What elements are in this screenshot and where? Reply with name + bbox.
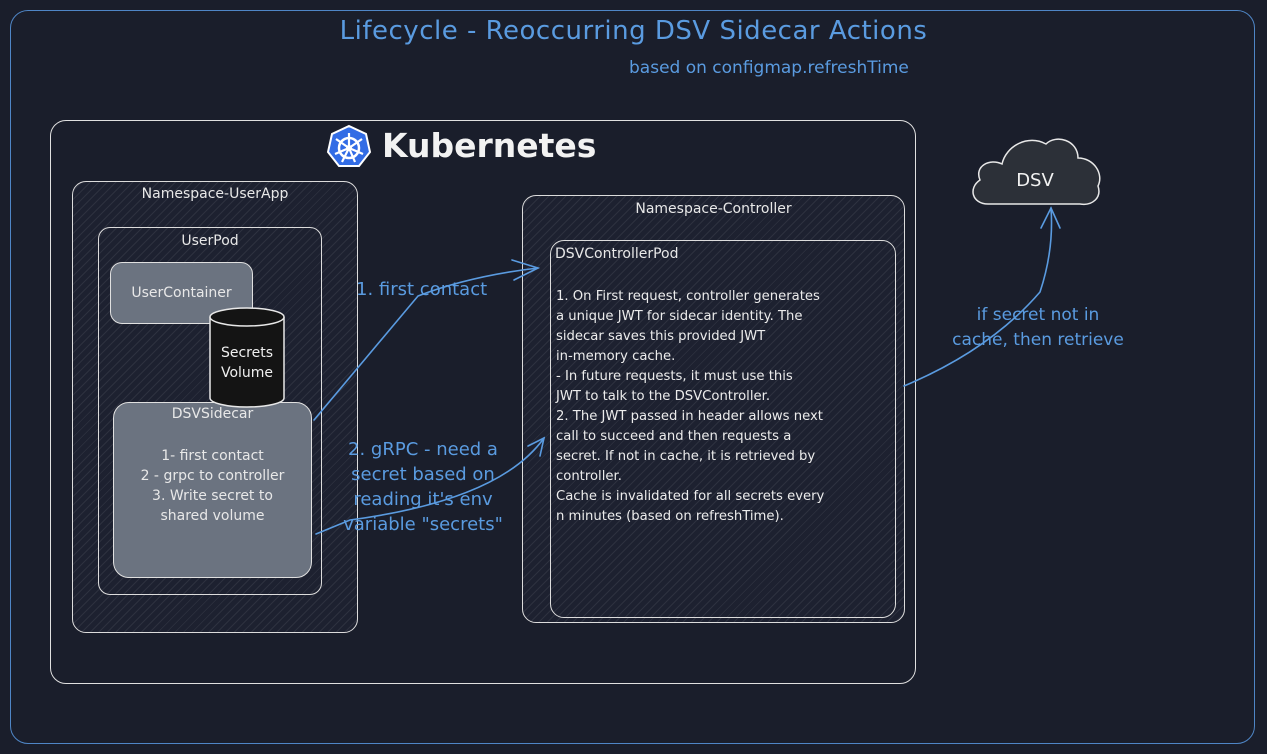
usercontainer-label: UserContainer — [131, 285, 232, 301]
grpc-label-line: 2. gRPC - need a — [348, 439, 498, 460]
grpc-label-line: secret based on — [351, 464, 495, 485]
controller-description: 1. On First request, controller generate… — [556, 287, 892, 527]
diagram-title: Lifecycle - Reoccurring DSV Sidecar Acti… — [339, 16, 928, 46]
secrets-volume-cylinder — [209, 307, 285, 408]
sidecar-step: shared volume — [160, 508, 265, 524]
secrets-volume-label: Secrets Volume — [209, 343, 285, 383]
description-line: 1. On First request, controller generate… — [556, 289, 820, 304]
dsvsidecar-title: DSVSidecar — [171, 406, 254, 422]
grpc-label-line: variable "secrets" — [343, 514, 503, 535]
dsvcontrollerpod-box — [550, 240, 896, 618]
description-line: Cache is invalidated for all secrets eve… — [556, 489, 825, 504]
kubernetes-title: Kubernetes — [382, 126, 597, 165]
description-line: 2. The JWT passed in header allows next — [556, 409, 823, 424]
userpod-label: UserPod — [181, 233, 239, 249]
description-line: a unique JWT for sidecar identity. The — [556, 309, 803, 324]
description-line: controller. — [556, 469, 622, 484]
kubernetes-cluster-box — [50, 120, 916, 684]
dsvcontrollerpod-label: DSVControllerPod — [555, 246, 679, 262]
retrieve-arrow-label: if secret not in cache, then retrieve — [936, 303, 1140, 353]
cloud-icon — [972, 138, 1101, 206]
namespace-userapp-label: Namespace-UserApp — [141, 186, 289, 202]
grpc-label-line: reading it's env — [353, 489, 493, 510]
diagram-frame — [10, 10, 1255, 744]
dsvsidecar-box — [113, 402, 312, 578]
retrieve-label-line: if secret not in — [976, 305, 1100, 325]
diagram-subtitle: based on configmap.refreshTime — [629, 58, 909, 78]
sidecar-step: 2 - grpc to controller — [140, 468, 285, 484]
dsv-label: DSV — [1016, 170, 1054, 191]
retrieve-label-line: cache, then retrieve — [952, 330, 1124, 350]
kubernetes-wheel-icon — [326, 124, 372, 167]
description-line: - In future requests, it must use this — [556, 369, 793, 384]
dsvsidecar-steps: 1- first contact 2 - grpc to controller … — [113, 446, 312, 526]
namespace-controller-label: Namespace-Controller — [635, 201, 792, 217]
description-line: in-memory cache. — [556, 349, 676, 364]
sidecar-step: 1- first contact — [161, 448, 264, 464]
volume-label-line: Volume — [220, 365, 274, 381]
description-line: call to succeed and then requests a — [556, 429, 792, 444]
sidecar-step: 3. Write secret to — [152, 488, 273, 504]
grpc-arrow-label: 2. gRPC - need a secret based on reading… — [333, 437, 513, 537]
description-line: secret. If not in cache, it is retrieved… — [556, 449, 816, 464]
description-line: JWT to talk to the DSVController. — [556, 389, 771, 404]
description-line: n minutes (based on refreshTime). — [556, 509, 784, 524]
description-line: sidecar saves this provided JWT — [556, 329, 766, 344]
volume-label-line: Secrets — [220, 345, 274, 361]
first-contact-arrow-label: 1. first contact — [356, 279, 488, 300]
